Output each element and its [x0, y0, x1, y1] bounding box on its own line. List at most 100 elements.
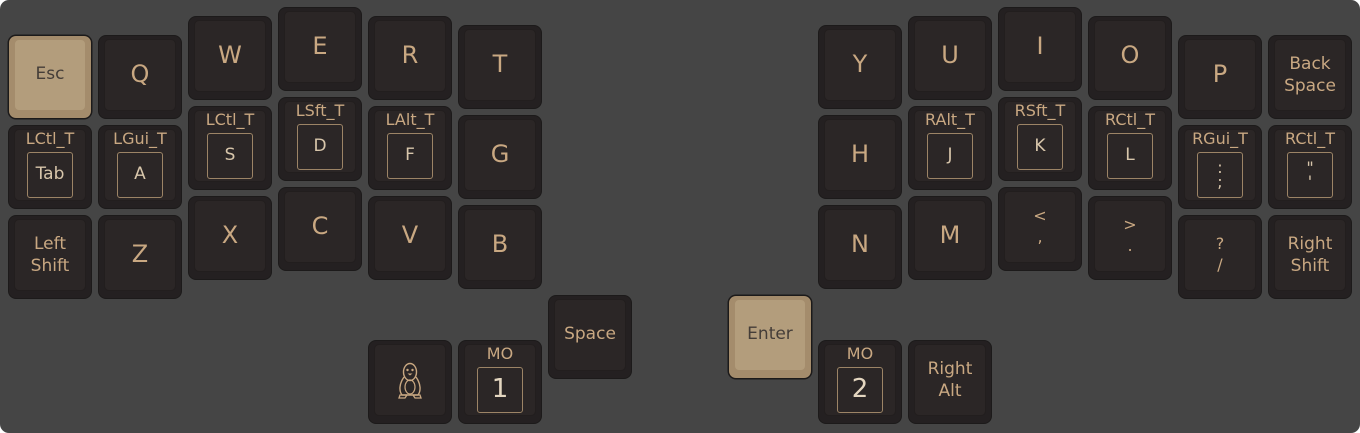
key-p[interactable]: P	[1179, 36, 1261, 118]
key-n[interactable]: N	[819, 206, 901, 288]
key-label: Q	[130, 60, 150, 89]
hold-label: RAlt_T	[925, 109, 975, 129]
key-v[interactable]: V	[369, 197, 451, 279]
key-d-lsft[interactable]: LSft_T D	[279, 98, 361, 180]
key-mo-1[interactable]: MO 1	[459, 341, 541, 423]
key-enter[interactable]: Enter	[729, 296, 811, 378]
key-h[interactable]: H	[819, 116, 901, 198]
key-k-rsft[interactable]: RSft_T K	[999, 98, 1081, 180]
base-symbol: /	[1217, 255, 1223, 274]
shifted-symbol: :	[1217, 157, 1223, 177]
tap-label: S	[207, 133, 253, 180]
tap-label: J	[927, 133, 973, 180]
key-t[interactable]: T	[459, 26, 541, 108]
key-o[interactable]: O	[1089, 17, 1171, 99]
shifted-symbol: >	[1123, 215, 1137, 235]
tap-label: Tab	[27, 152, 73, 199]
key-label-line1: Back	[1289, 53, 1331, 74]
key-comma[interactable]: <,	[999, 188, 1081, 270]
tap-label: F	[387, 133, 433, 180]
key-label: V	[401, 221, 419, 250]
key-label: I	[1036, 32, 1044, 61]
key-c[interactable]: C	[279, 188, 361, 270]
key-label-line2: Space	[1284, 76, 1336, 96]
key-label: Space	[564, 324, 616, 345]
tap-label: L	[1107, 133, 1153, 180]
key-i[interactable]: I	[999, 8, 1081, 90]
base-symbol: ,	[1037, 227, 1043, 246]
hold-label: RGui_T	[1192, 128, 1248, 148]
key-label: Y	[852, 50, 868, 79]
key-label: Z	[131, 240, 149, 269]
key-f-lalt[interactable]: LAlt_T F	[369, 107, 451, 189]
hold-label: RCtl_T	[1105, 109, 1155, 129]
tap-label: K	[1017, 124, 1063, 171]
tap-label: A	[117, 152, 163, 199]
key-slash[interactable]: ?/	[1179, 216, 1261, 298]
key-z[interactable]: Z	[99, 216, 181, 298]
tap-label: : ;	[1197, 152, 1243, 199]
key-label: Enter	[747, 324, 793, 345]
key-mo-2[interactable]: MO 2	[819, 341, 901, 423]
shifted-symbol: "	[1306, 157, 1314, 177]
key-tab-lctl[interactable]: LCtl_T Tab	[9, 126, 91, 208]
key-label: P	[1212, 60, 1228, 89]
layer-number: 2	[837, 367, 883, 414]
key-label: M	[939, 221, 961, 250]
key-label-line1: Right	[1287, 233, 1333, 254]
key-label-line2: Shift	[30, 256, 70, 276]
linux-penguin-icon	[398, 362, 422, 399]
shifted-symbol: ?	[1215, 234, 1225, 254]
key-u[interactable]: U	[909, 17, 991, 99]
key-label: H	[850, 140, 870, 169]
key-x[interactable]: X	[189, 197, 271, 279]
key-period[interactable]: >.	[1089, 197, 1171, 279]
hold-label: LGui_T	[113, 128, 167, 148]
base-symbol: '	[1307, 172, 1313, 192]
key-label: C	[311, 212, 329, 241]
key-label-line1: Right	[927, 358, 973, 379]
hold-label: LCtl_T	[205, 109, 255, 129]
key-label: O	[1120, 41, 1140, 70]
base-symbol: .	[1127, 236, 1133, 255]
key-e[interactable]: E	[279, 8, 361, 90]
shifted-symbol: <	[1033, 206, 1047, 226]
key-s-lctl[interactable]: LCtl_T S	[189, 107, 271, 189]
key-label: U	[941, 41, 959, 70]
key-label: T	[492, 50, 508, 79]
key-label-line2: Alt	[938, 381, 962, 401]
hold-label: LSft_T	[295, 100, 345, 120]
key-quote-rctl[interactable]: RCtl_T " '	[1269, 126, 1351, 208]
key-label: X	[221, 221, 239, 250]
key-label-line1: Left	[34, 233, 66, 254]
key-os-gui[interactable]	[369, 341, 451, 423]
base-symbol: ;	[1217, 172, 1223, 192]
tap-label: D	[297, 124, 343, 171]
key-r[interactable]: R	[369, 17, 451, 99]
key-a-lgui[interactable]: LGui_T A	[99, 126, 181, 208]
key-q[interactable]: Q	[99, 36, 181, 118]
key-w[interactable]: W	[189, 17, 271, 99]
hold-label: LAlt_T	[385, 109, 435, 129]
key-m[interactable]: M	[909, 197, 991, 279]
key-label: E	[312, 32, 328, 61]
hold-label: MO	[846, 343, 874, 363]
hold-label: LCtl_T	[25, 128, 75, 148]
key-label: N	[851, 230, 869, 259]
key-b[interactable]: B	[459, 206, 541, 288]
key-j-ralt[interactable]: RAlt_T J	[909, 107, 991, 189]
key-space[interactable]: Space	[549, 296, 631, 378]
key-y[interactable]: Y	[819, 26, 901, 108]
key-g[interactable]: G	[459, 116, 541, 198]
key-label: W	[218, 41, 242, 70]
key-semicolon-rgui[interactable]: RGui_T : ;	[1179, 126, 1261, 208]
key-esc[interactable]: Esc	[9, 36, 91, 118]
tap-label: " '	[1287, 152, 1333, 199]
hold-label: MO	[486, 343, 514, 363]
key-l-rctl[interactable]: RCtl_T L	[1089, 107, 1171, 189]
